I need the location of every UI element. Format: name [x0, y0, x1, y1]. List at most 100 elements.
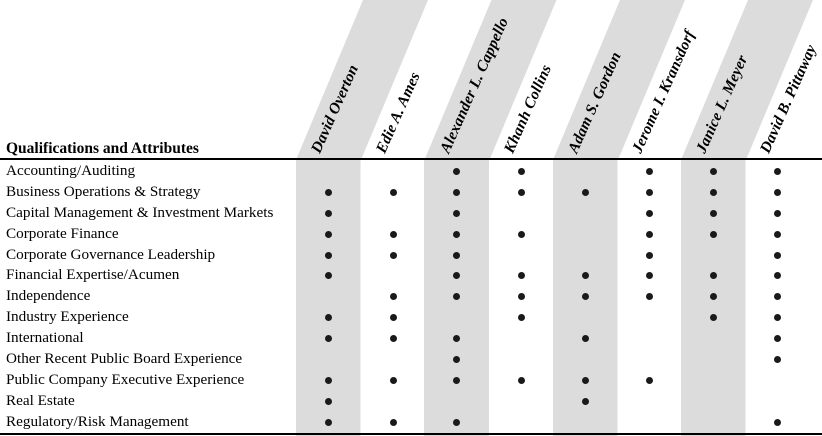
- qualification-mark: [389, 293, 397, 301]
- qualification-mark: [773, 356, 781, 364]
- qualification-mark: [773, 168, 781, 175]
- row-label: Financial Expertise/Acumen: [6, 266, 180, 284]
- qualification-mark: [773, 335, 781, 343]
- qualification-mark: [773, 418, 781, 426]
- table-row: Corporate Finance: [0, 224, 822, 245]
- row-label: Industry Experience: [6, 308, 129, 326]
- qualification-mark: [453, 251, 460, 259]
- qualification-mark: [773, 188, 781, 196]
- qualification-mark: [453, 209, 460, 217]
- row-label: Business Operations & Strategy: [6, 182, 201, 200]
- row-label: Real Estate: [6, 391, 75, 409]
- qualification-mark: [773, 272, 781, 280]
- qualification-mark: [645, 376, 653, 384]
- header-rule: [0, 158, 822, 160]
- qualification-mark: [517, 376, 525, 384]
- qualification-mark: [324, 188, 332, 196]
- table-header: Qualifications and Attributes David Over…: [0, 0, 822, 160]
- qualification-mark: [645, 188, 653, 196]
- qualification-mark: [645, 168, 653, 175]
- column-header-5: Adam S. Gordon: [564, 49, 625, 156]
- column-header-1: David Overton: [307, 61, 362, 156]
- row-label: Independence: [6, 287, 91, 305]
- qualification-mark: [389, 376, 397, 384]
- column-header-3: Alexander L. Cappello: [436, 14, 512, 156]
- qualification-mark: [324, 314, 332, 322]
- qualification-mark: [453, 293, 460, 301]
- column-header-6: Jerome I. Kransdorf: [628, 27, 699, 156]
- qualification-mark: [453, 168, 460, 175]
- qualification-mark: [581, 188, 589, 196]
- qualification-mark: [324, 376, 332, 384]
- qualification-mark: [389, 230, 397, 238]
- qualification-mark: [453, 272, 460, 280]
- row-label: Accounting/Auditing: [6, 162, 136, 179]
- qualification-mark: [517, 168, 525, 175]
- qualification-mark: [581, 335, 589, 343]
- row-label: Corporate Finance: [6, 224, 119, 242]
- table-row: Business Operations & Strategy: [0, 182, 822, 203]
- qualification-mark: [773, 209, 781, 217]
- qualification-mark: [324, 397, 332, 405]
- qualification-mark: [581, 272, 589, 280]
- qualification-mark: [324, 335, 332, 343]
- qualification-mark: [389, 314, 397, 322]
- qualification-mark: [389, 188, 397, 196]
- qualification-mark: [453, 335, 460, 343]
- row-label: Capital Management & Investment Markets: [6, 203, 274, 221]
- qualification-mark: [645, 230, 653, 238]
- row-label: Corporate Governance Leadership: [6, 245, 216, 263]
- qualification-mark: [517, 230, 525, 238]
- column-header-8: David B. Pittaway: [756, 41, 820, 156]
- table-row: Accounting/Auditing: [0, 161, 822, 182]
- row-label: Regulatory/Risk Management: [6, 412, 189, 430]
- row-label: International: [6, 329, 84, 347]
- row-header-title: Qualifications and Attributes: [6, 139, 199, 157]
- qualification-mark: [645, 209, 653, 217]
- row-label: Other Recent Public Board Experience: [6, 350, 243, 368]
- qualification-mark: [389, 251, 397, 259]
- qualification-mark: [645, 251, 653, 259]
- table-row: Corporate Governance Leadership: [0, 245, 822, 266]
- qualification-mark: [645, 272, 653, 280]
- qualification-mark: [517, 272, 525, 280]
- qualification-mark: [709, 293, 717, 301]
- qualification-mark: [324, 209, 332, 217]
- qualification-mark: [453, 418, 460, 426]
- column-header-7: Janice L. Meyer: [692, 52, 752, 156]
- qualification-mark: [389, 418, 397, 426]
- qualification-mark: [453, 356, 460, 364]
- table-row: Real Estate: [0, 391, 822, 412]
- qualification-mark: [773, 230, 781, 238]
- table-row: Independence: [0, 286, 822, 307]
- column-header-2: Edie A. Ames: [372, 69, 424, 156]
- qualification-mark: [517, 314, 525, 322]
- qualification-mark: [773, 251, 781, 259]
- qualification-mark: [773, 314, 781, 322]
- qualification-mark: [324, 418, 332, 426]
- qualification-mark: [389, 335, 397, 343]
- table-row: International: [0, 328, 822, 349]
- footer-rule: [0, 433, 822, 435]
- table-row: Financial Expertise/Acumen: [0, 265, 822, 286]
- table-row: Industry Experience: [0, 307, 822, 328]
- qualification-mark: [709, 314, 717, 322]
- qualification-mark: [453, 230, 460, 238]
- qualification-mark: [324, 230, 332, 238]
- column-header-4: Khanh Collins: [500, 61, 556, 156]
- qualification-mark: [709, 188, 717, 196]
- qualification-mark: [709, 168, 717, 175]
- table-row: Regulatory/Risk Management: [0, 412, 822, 433]
- table-row: Other Recent Public Board Experience: [0, 349, 822, 370]
- qualification-mark: [517, 188, 525, 196]
- qualification-mark: [581, 293, 589, 301]
- qualification-mark: [453, 376, 460, 384]
- qualification-mark: [773, 293, 781, 301]
- row-label: Public Company Executive Experience: [6, 370, 245, 388]
- qualification-mark: [324, 251, 332, 259]
- qualification-mark: [709, 272, 717, 280]
- qualification-mark: [453, 188, 460, 196]
- qualification-mark: [517, 293, 525, 301]
